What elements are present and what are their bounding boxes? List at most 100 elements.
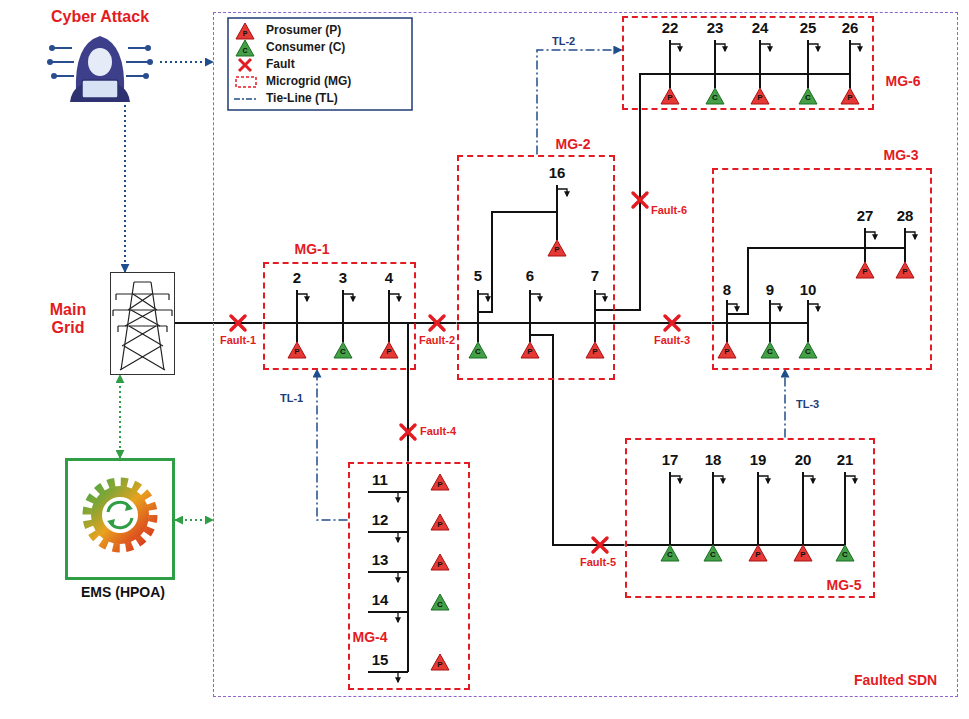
- tie-line: [537, 50, 622, 155]
- bus-number: 23: [707, 20, 724, 37]
- bus-number: 11: [372, 472, 388, 489]
- tie-line-label: TL-3: [796, 398, 819, 410]
- gear-icon: [102, 497, 138, 533]
- load-arrow: [397, 612, 398, 622]
- load-arrow: [397, 572, 398, 582]
- bus-number: 12: [372, 512, 389, 529]
- gear-icon: [107, 519, 115, 527]
- type-letter: C: [767, 348, 773, 357]
- node-title: Cyber Attack: [40, 8, 160, 26]
- power-line: [615, 322, 712, 324]
- bus-line: [807, 40, 809, 88]
- type-letter: C: [667, 551, 673, 560]
- legend-text: Tie-Line (TL): [266, 92, 338, 105]
- legend-text: Microgrid (MG): [266, 75, 351, 88]
- type-letter: P: [386, 348, 391, 357]
- bus-line: [669, 40, 671, 88]
- fault-label: Fault-5: [580, 556, 616, 568]
- load-arrow: [478, 294, 488, 301]
- hacker-icon: [51, 73, 57, 79]
- bus-number: 27: [857, 208, 874, 225]
- load-arrow: [865, 232, 875, 239]
- bus-number: 9: [766, 282, 774, 299]
- grid-box: Main Grid: [110, 272, 175, 375]
- fault-mark: [633, 193, 647, 207]
- prosumer-triangle: [431, 474, 449, 490]
- load-arrow: [397, 532, 398, 542]
- type-letter: C: [475, 348, 481, 357]
- prosumer-triangle: [896, 262, 914, 278]
- type-letter: P: [724, 348, 729, 357]
- bus-number: 26: [842, 20, 859, 37]
- load-arrow: [845, 476, 855, 483]
- legend-text: Fault: [266, 58, 295, 71]
- prosumer-triangle: [380, 342, 398, 358]
- prosumer-triangle: [856, 262, 874, 278]
- hacker-icon: [88, 48, 112, 76]
- load-arrow: [397, 672, 398, 682]
- type-letter: P: [437, 521, 442, 530]
- power-line: [407, 370, 409, 462]
- legend-box: [239, 59, 251, 71]
- bus-line: [757, 472, 759, 545]
- bus-line: [368, 611, 408, 613]
- bus-line: [807, 300, 809, 342]
- bus-number: 25: [800, 20, 817, 37]
- bus-number: 2: [293, 270, 301, 287]
- microgrid-box: MG-3: [712, 168, 932, 370]
- node-title: MG-5: [827, 578, 862, 593]
- type-letter: P: [862, 268, 867, 277]
- power-line: [553, 380, 625, 546]
- load-arrow: [715, 44, 725, 51]
- bus-line: [844, 472, 846, 545]
- type-letter: P: [527, 348, 532, 357]
- attack-link: [124, 105, 126, 272]
- type-letter: P: [902, 268, 907, 277]
- prosumer-triangle: [586, 342, 604, 358]
- bus-number: 8: [723, 282, 731, 299]
- fault-mark: [231, 316, 245, 330]
- attacker-box: Cyber Attack: [40, 8, 160, 105]
- bus-line: [714, 40, 716, 88]
- bus-number: 22: [662, 20, 679, 37]
- type-letter: C: [805, 94, 811, 103]
- prosumer-triangle: [431, 514, 449, 530]
- prosumer-triangle: [841, 88, 859, 104]
- tie-line-label: TL-2: [552, 35, 575, 47]
- type-letter: P: [755, 551, 760, 560]
- type-letter: P: [592, 348, 597, 357]
- bus-line: [640, 74, 850, 110]
- consumer-triangle: [761, 342, 779, 358]
- load-arrow: [557, 189, 567, 196]
- tower-icon: [120, 294, 165, 370]
- hacker-icon: [82, 80, 118, 98]
- load-arrow: [713, 476, 723, 483]
- type-letter: P: [243, 30, 248, 38]
- bus-line: [457, 322, 615, 324]
- ems-box: EMS (HPOA): [65, 458, 175, 580]
- bus-number: 28: [897, 208, 914, 225]
- tower-icon: [113, 294, 172, 326]
- bus-number: 4: [385, 270, 393, 287]
- bus-number: 3: [339, 270, 347, 287]
- tower-icon: [113, 282, 172, 370]
- bus-line: [407, 323, 409, 370]
- type-letter: C: [842, 551, 848, 560]
- bus-line: [769, 300, 771, 342]
- node-title: MG-1: [295, 242, 330, 257]
- bus-line: [904, 228, 906, 262]
- bus-number: 16: [549, 165, 566, 182]
- fault-mark: [665, 316, 679, 330]
- power-line: [175, 322, 263, 324]
- bus-line: [368, 531, 408, 533]
- load-arrow: [770, 304, 780, 311]
- consumer-triangle: [799, 88, 817, 104]
- legend-box: [228, 18, 412, 110]
- hacker-icon: [70, 80, 130, 102]
- consumer-triangle: [799, 342, 817, 358]
- attack-link: [160, 61, 213, 63]
- fault-label: Fault-4: [420, 425, 456, 437]
- bus-line: [759, 40, 761, 88]
- consumer-triangle: [706, 88, 724, 104]
